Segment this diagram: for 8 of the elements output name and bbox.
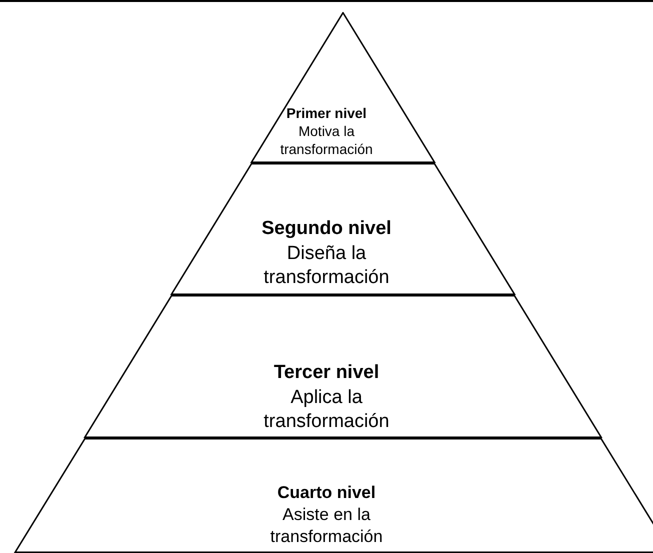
tier-description: Diseña la transformación xyxy=(262,242,390,290)
tier-heading: Tercer nivel xyxy=(274,361,380,385)
tier-heading: Segundo nivel xyxy=(262,217,392,241)
tier-description: Asiste en la transformación xyxy=(269,504,384,548)
tier-heading: Cuarto nivel xyxy=(277,482,376,504)
tier-heading: Primer nivel xyxy=(286,104,367,122)
tier-description: Aplica la transformación xyxy=(262,386,390,434)
tier-description: Motiva la transformación xyxy=(279,122,374,159)
